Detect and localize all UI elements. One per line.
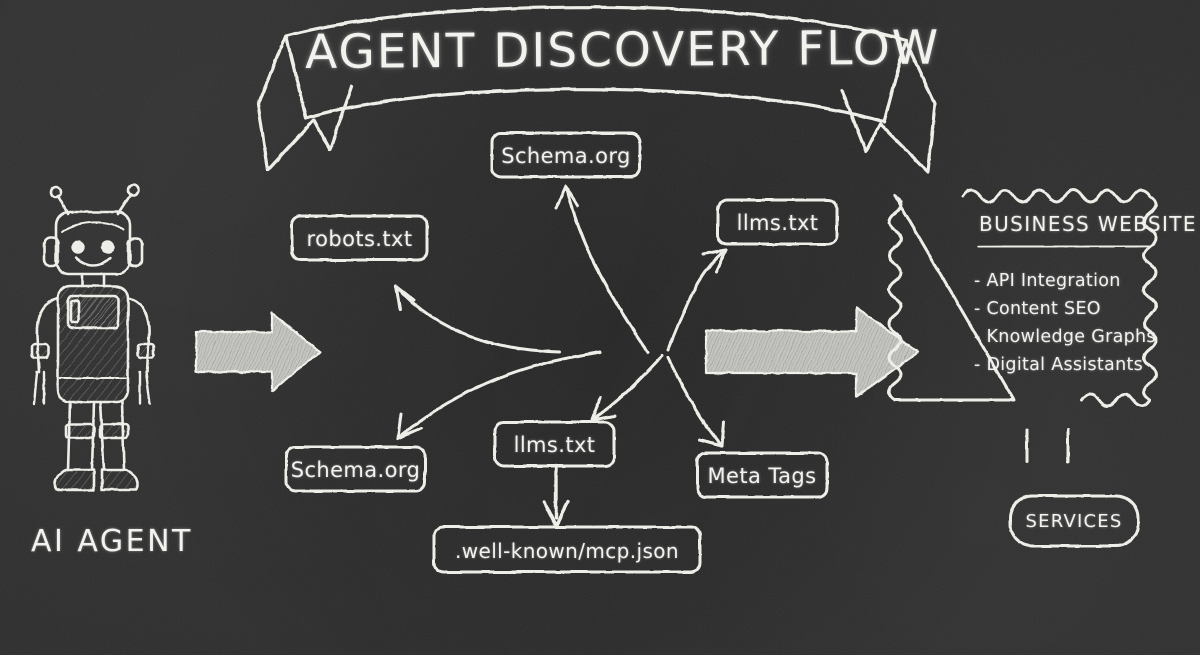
business-to-services-connector	[1025, 428, 1070, 464]
llms-to-mcp-arrow	[542, 464, 570, 528]
branch-to-schema-top	[554, 184, 650, 354]
business-title-divider	[977, 244, 1152, 249]
branch-to-meta-tags	[666, 356, 726, 448]
node-box-robots	[290, 214, 429, 262]
robot-icon	[30, 183, 156, 492]
services-box	[1008, 494, 1140, 548]
branch-to-schema-bottom	[396, 350, 602, 440]
hub-to-business-arrow	[704, 305, 920, 399]
agent-to-hub-arrow	[194, 311, 322, 393]
node-box-llms-bottom	[493, 420, 616, 468]
node-box-mcp-json	[432, 525, 702, 574]
node-box-llms-top	[716, 198, 839, 246]
branch-to-robots	[394, 284, 562, 354]
node-box-schema-bottom	[284, 445, 427, 493]
node-box-meta-tags	[695, 451, 829, 499]
business-website-box	[887, 188, 1158, 408]
branch-to-llms-bottom	[590, 354, 664, 422]
node-box-schema-top	[490, 131, 642, 179]
branch-to-llms-top	[666, 248, 728, 352]
title-ribbon	[256, 5, 937, 174]
